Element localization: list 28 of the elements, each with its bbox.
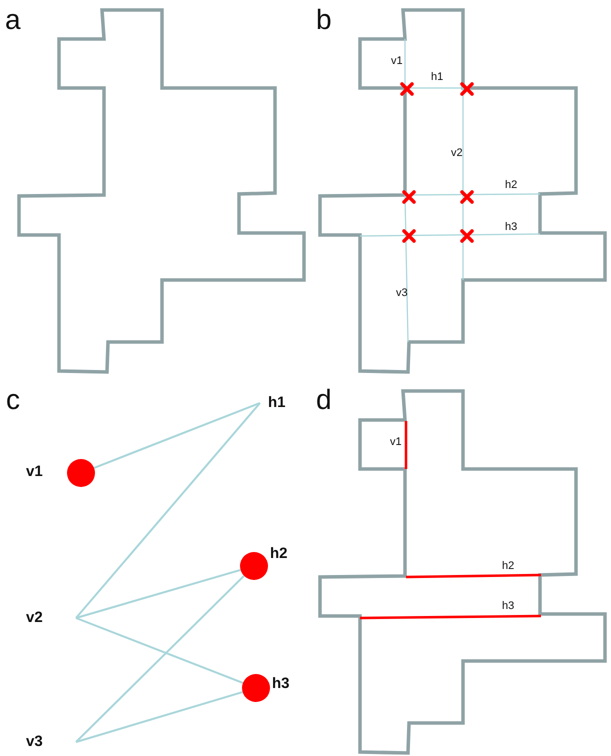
panel-letter: a bbox=[5, 6, 21, 34]
graph-edge bbox=[76, 617, 244, 684]
segment-label: h2 bbox=[505, 180, 518, 191]
panel-letter: d bbox=[316, 386, 332, 414]
segment-label: h2 bbox=[502, 561, 514, 572]
segment-label: v2 bbox=[451, 148, 463, 159]
vertex-dot bbox=[242, 674, 270, 702]
segment-label: h3 bbox=[505, 222, 518, 233]
graph-edge bbox=[76, 691, 243, 743]
panel-letter: c bbox=[6, 386, 20, 414]
vertex-label: h1 bbox=[260, 394, 286, 412]
segment-label: h3 bbox=[502, 601, 514, 612]
vertex-dot bbox=[240, 552, 268, 580]
panel-letter: b bbox=[316, 6, 332, 34]
vertex-label: v3 bbox=[26, 733, 76, 751]
vertex-label: v2 bbox=[26, 609, 76, 627]
vertex-label: h3 bbox=[272, 676, 290, 691]
segment-label: v1 bbox=[390, 437, 402, 448]
graph-edge bbox=[75, 575, 245, 743]
vertex-dot bbox=[67, 459, 95, 487]
vertex-label: h2 bbox=[270, 546, 288, 561]
segment-label: v3 bbox=[396, 288, 408, 299]
graph-edge bbox=[94, 402, 260, 469]
segment-label: v1 bbox=[391, 56, 403, 67]
vertex-label: v1 bbox=[26, 464, 43, 479]
graph-edge bbox=[75, 402, 261, 619]
segment-label: h1 bbox=[431, 72, 444, 83]
graph-edge bbox=[76, 568, 241, 619]
